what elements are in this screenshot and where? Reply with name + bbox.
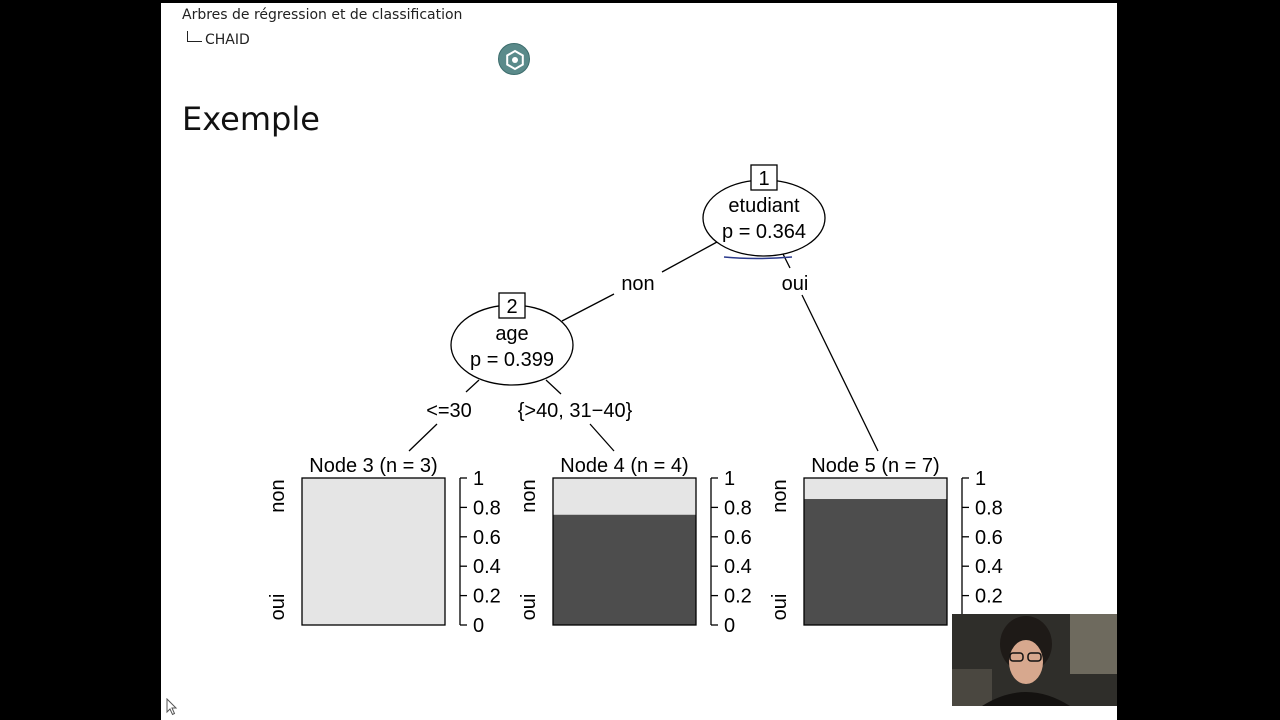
- node-variable: etudiant: [728, 195, 800, 217]
- edge-label-age-young: <=30: [426, 400, 472, 422]
- presenter-video: [952, 614, 1117, 706]
- leaf-axis-tick-label: 0: [473, 615, 484, 637]
- leaf-frame: [301, 477, 446, 626]
- leaf-class-label-oui: oui: [267, 594, 289, 621]
- bar-segment-oui: [553, 514, 696, 625]
- leaf-axis-tick-label: 0.6: [473, 527, 501, 549]
- edge-line: [545, 379, 562, 395]
- leaf-frame: [803, 477, 948, 626]
- leaf-class-label-oui: oui: [518, 594, 540, 621]
- header-subsection-title: CHAID: [187, 31, 250, 48]
- edge-line: [782, 253, 791, 269]
- leaf-axis-tick-label: 1: [975, 468, 986, 490]
- leaf-plots: Node 3 (n = 3) 1 0.8 0.6 0.4 0.2 0 non oui Node 4…: [267, 455, 1003, 637]
- leaf-class-label-non: non: [518, 479, 540, 512]
- mouse-cursor-icon: [166, 698, 178, 716]
- node-id: 1: [758, 168, 769, 190]
- tree-branch-glyph: [187, 31, 202, 42]
- leaf-class-label-oui: oui: [769, 594, 791, 621]
- bar-segment-non: [302, 478, 445, 625]
- leaf-class-label-non: non: [267, 479, 289, 512]
- node-p-value: p = 0.364: [722, 221, 806, 243]
- header-section-title: Arbres de régression et de classificatio…: [182, 7, 463, 23]
- bar-segment-non: [553, 478, 696, 515]
- edge-label-age-older: {>40, 31−40}: [518, 400, 633, 422]
- edge-line: [589, 423, 615, 452]
- node-p-value: p = 0.399: [470, 349, 554, 371]
- edge-line: [408, 423, 438, 452]
- leaf-axis-tick-label: 0.4: [724, 556, 752, 578]
- leaf-axis-tick-label: 0.6: [724, 527, 752, 549]
- node-id-box: [750, 164, 778, 191]
- leaf-axis-tick-label: 0.2: [473, 586, 501, 608]
- leaf-frame: [552, 477, 697, 626]
- leaf-title: Node 4 (n = 4): [560, 455, 688, 477]
- leaf-axis-tick-label: 0.2: [975, 586, 1003, 608]
- edge-line: [561, 293, 615, 322]
- webcam-overlay: [952, 614, 1117, 706]
- leaf-axis-tick-label: 0.8: [975, 497, 1003, 519]
- bar-segment-non: [804, 478, 947, 500]
- leaf-axis-tick-label: 0.4: [975, 556, 1003, 578]
- header-subsection-label: CHAID: [205, 32, 250, 48]
- node-id-box: [498, 292, 526, 319]
- bar-segment-oui: [804, 499, 947, 625]
- edge-line: [801, 294, 879, 452]
- node-id: 2: [506, 296, 517, 318]
- leaf-axis-tick-label: 1: [473, 468, 484, 490]
- pen-annotation: [723, 256, 793, 260]
- leaf-axis-tick-label: 0.8: [473, 497, 501, 519]
- leaf-class-label-non: non: [769, 479, 791, 512]
- leaf-axis-tick-label: 0.2: [724, 586, 752, 608]
- leaf-axis-tick-label: 0.6: [975, 527, 1003, 549]
- edge-label-oui: oui: [782, 273, 809, 295]
- leaf-title: Node 5 (n = 7): [811, 455, 939, 477]
- node-variable: age: [495, 323, 528, 345]
- edge-line: [661, 241, 718, 273]
- leaf-title: Node 3 (n = 3): [309, 455, 437, 477]
- record-hexagon-icon[interactable]: [498, 43, 530, 75]
- leaf-axis-tick-label: 0.4: [473, 556, 501, 578]
- edge-label-non: non: [621, 273, 654, 295]
- node-etudiant: [702, 179, 826, 257]
- leaf-axis-tick-label: 0: [724, 615, 735, 637]
- leaf-axis-tick-label: 1: [724, 468, 735, 490]
- edge-line: [465, 379, 480, 393]
- slide-title: Exemple: [182, 100, 320, 138]
- leaf-axis-tick-label: 0.8: [724, 497, 752, 519]
